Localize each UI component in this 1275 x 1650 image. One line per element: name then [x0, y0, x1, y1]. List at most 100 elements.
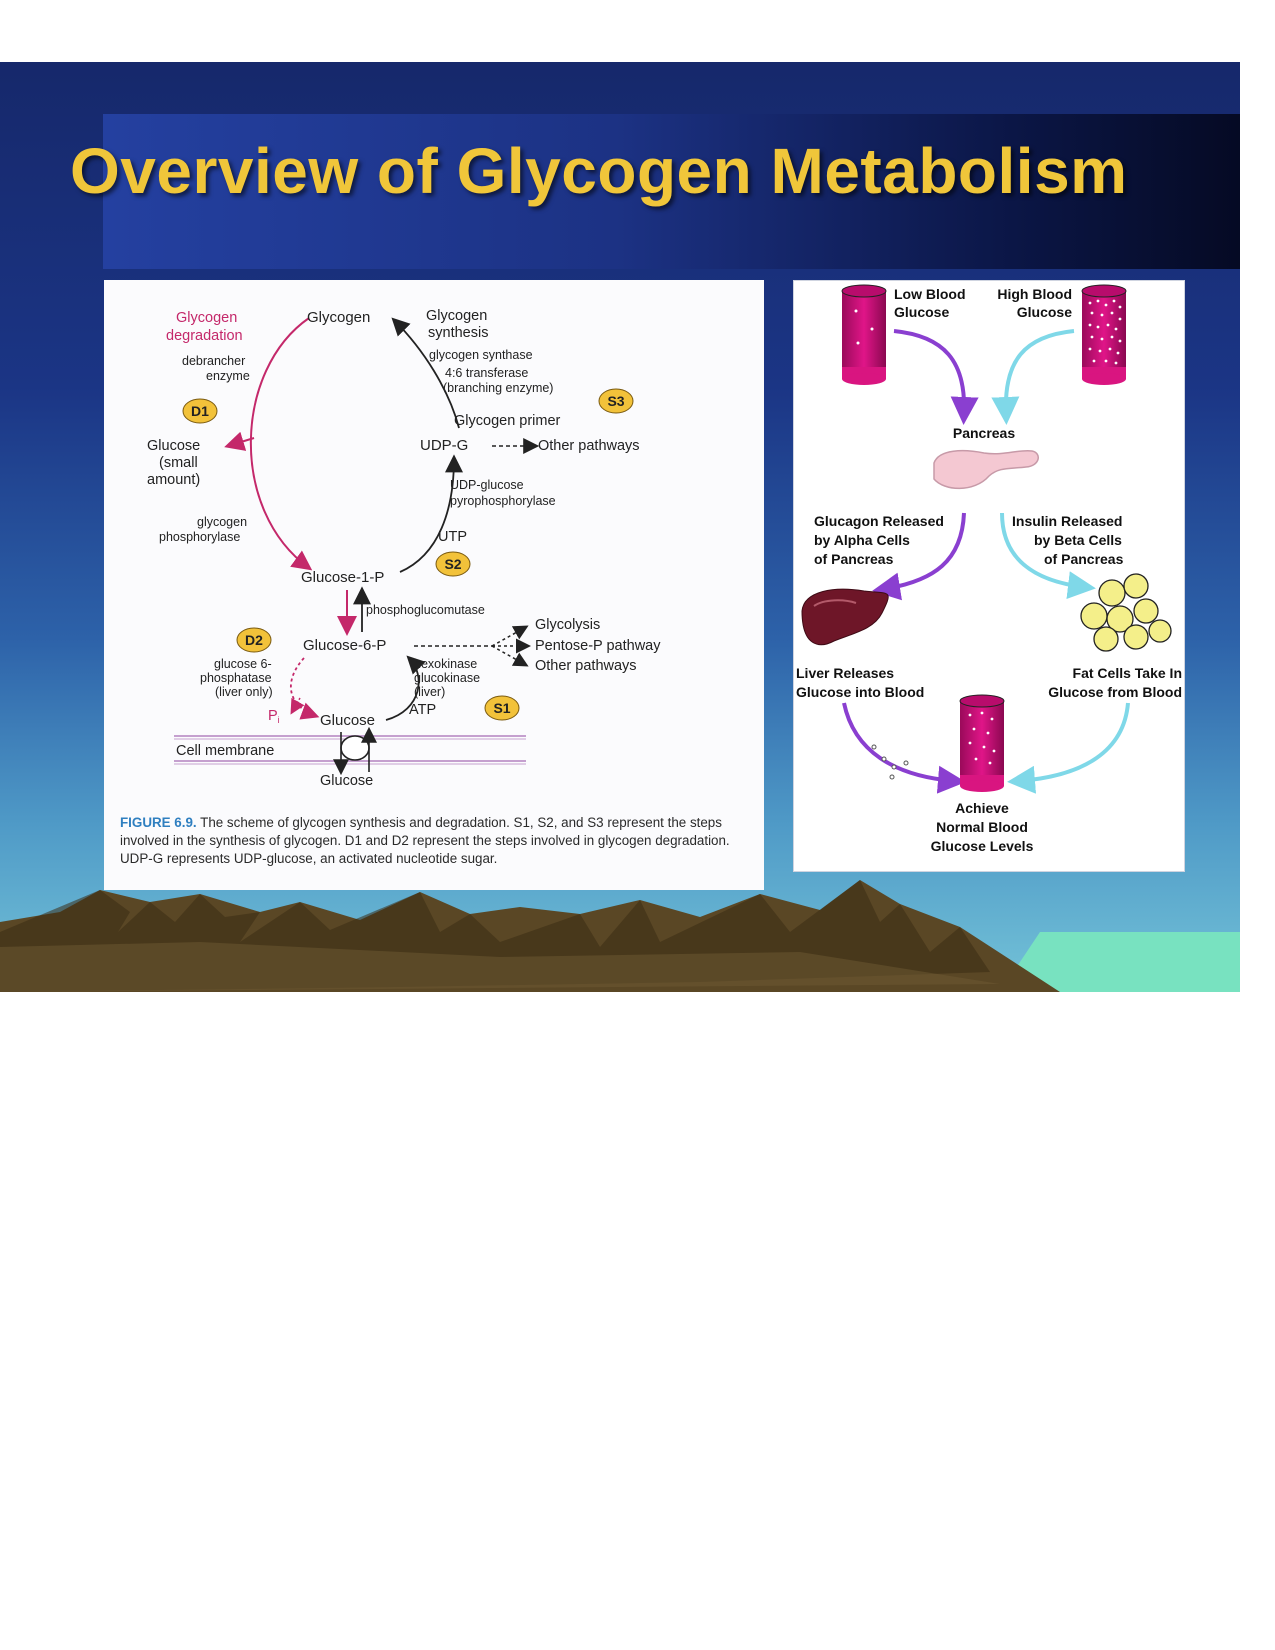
- g6pase-label-2: phosphatase: [200, 671, 272, 685]
- synthesis-arrow-s2: [399, 454, 463, 573]
- glucagon-label-1: Glucagon Released: [814, 513, 944, 529]
- kinase-label-1: hexokinase: [414, 657, 477, 671]
- figure-caption-label: FIGURE 6.9.: [120, 815, 197, 830]
- glucagon-label-3: of Pancreas: [814, 551, 894, 567]
- glucose-release-arrow: [224, 431, 255, 451]
- debrancher-label-2: enzyme: [206, 369, 250, 383]
- g6pase-label-3: (liver only): [215, 685, 273, 699]
- insulin-label-2: by Beta Cells: [1034, 532, 1122, 548]
- pyro-label-1: UDP-glucose: [450, 478, 524, 492]
- blood-glucose-regulation-figure: Low Blood Glucose High Blood Glucose Pan…: [793, 280, 1185, 872]
- svg-text:D1: D1: [191, 403, 209, 419]
- phosphatase-arrow: [290, 657, 320, 720]
- title-band: [103, 114, 1240, 269]
- cell-membrane-label: Cell membrane: [176, 743, 274, 759]
- g1p-label: Glucose-1-P: [301, 569, 384, 586]
- insulin-to-fat-arrow: [1000, 512, 1096, 599]
- liver-label-1: Liver Releases: [796, 665, 894, 681]
- g6p-label: Glucose-6-P: [303, 637, 386, 654]
- udpg-other-label: Other pathways: [538, 438, 640, 454]
- kinase-arrow: [385, 655, 426, 721]
- svg-text:D2: D2: [245, 632, 263, 648]
- achieve-label-1: Achieve: [955, 800, 1009, 816]
- liver-illustration: [801, 588, 889, 646]
- udpg-label: UDP-G: [420, 437, 468, 454]
- high-to-pancreas-arrow: [991, 329, 1075, 425]
- atp-label: ATP: [409, 702, 436, 718]
- synthesis-label-1: Glycogen: [426, 308, 487, 324]
- low-blood-label-1: Low Blood: [894, 286, 966, 302]
- utp-label: UTP: [438, 529, 467, 545]
- low-to-pancreas-arrow: [893, 329, 979, 425]
- primer-label: Glycogen primer: [454, 413, 561, 429]
- svg-text:S1: S1: [493, 700, 510, 716]
- svg-text:S3: S3: [607, 393, 624, 409]
- svg-text:S2: S2: [444, 556, 461, 572]
- glucagon-label-2: by Alpha Cells: [814, 532, 910, 548]
- fat-label-1: Fat Cells Take In: [1073, 665, 1182, 681]
- glucose-outside-label: Glucose: [320, 773, 373, 789]
- normal-blood-tube: [959, 694, 1005, 792]
- high-blood-label-2: Glucose: [1017, 304, 1072, 320]
- released-glucose-dots: [871, 744, 909, 780]
- glycolysis-label: Glycolysis: [535, 617, 600, 633]
- degradation-label-2: degradation: [166, 328, 243, 344]
- kinase-label-2: glucokinase: [414, 671, 480, 685]
- glucagon-to-liver-arrow: [872, 512, 966, 601]
- high-blood-label-1: High Blood: [997, 286, 1072, 302]
- slide-title: Overview of Glycogen Metabolism: [70, 135, 1128, 207]
- pyro-label-2: pyrophosphorylase: [450, 494, 556, 508]
- g6p-other-label: Other pathways: [535, 658, 637, 674]
- liver-highlight: [813, 599, 857, 607]
- degradation-label-1: Glycogen: [176, 310, 237, 326]
- phosphorylase-label-1: glycogen: [197, 515, 247, 529]
- glycogen-pathway-diagram: Glycogen Glycogen degradation Glycogen s…: [147, 308, 661, 789]
- badge-s1: S1: [484, 695, 520, 721]
- pancreas-label: Pancreas: [953, 425, 1015, 441]
- g6pase-label-1: glucose 6-: [214, 657, 272, 671]
- phosphorylase-label-2: phosphorylase: [159, 530, 240, 544]
- figure-caption-text: The scheme of glycogen synthesis and deg…: [120, 815, 730, 866]
- insulin-label-3: of Pancreas: [1044, 551, 1124, 567]
- high-blood-tube: [1081, 284, 1127, 385]
- glycogen-scheme-figure: Glycogen Glycogen degradation Glycogen s…: [104, 280, 764, 890]
- degradation-arrow: [249, 317, 313, 571]
- badge-d2: D2: [236, 627, 272, 653]
- blood-glucose-diagram: Low Blood Glucose High Blood Glucose Pan…: [796, 284, 1182, 854]
- pi-label: Pi: [268, 708, 280, 725]
- glycogen-label: Glycogen: [307, 309, 370, 326]
- liver-to-normal-arrow: [842, 702, 966, 794]
- glucose-transporter: [340, 735, 370, 761]
- low-blood-label-2: Glucose: [894, 304, 949, 320]
- badge-s3: S3: [598, 388, 634, 414]
- figure-caption: FIGURE 6.9. The scheme of glycogen synth…: [120, 814, 752, 868]
- synthase-label-3: (branching enzyme): [443, 381, 553, 395]
- synthase-label-1: glycogen synthase: [429, 348, 533, 362]
- glucose-small-2: (small: [159, 455, 198, 471]
- slide: Overview of Glycogen Metabolism: [0, 62, 1240, 992]
- kinase-label-3: (liver): [414, 685, 445, 699]
- debrancher-label-1: debrancher: [182, 354, 245, 368]
- glucose-inside-label: Glucose: [320, 712, 375, 729]
- glycolysis-arrow: [491, 625, 529, 647]
- pentose-label: Pentose-P pathway: [535, 638, 661, 654]
- phosphoglucomutase-label: phosphoglucomutase: [366, 603, 485, 617]
- fat-to-normal-arrow: [1007, 702, 1130, 794]
- g6p-other-arrow: [491, 645, 529, 667]
- glucose-small-3: amount): [147, 472, 200, 488]
- badge-d1: D1: [182, 398, 218, 424]
- synthase-label-2: 4:6 transferase: [445, 366, 528, 380]
- glucose-small-1: Glucose: [147, 438, 200, 454]
- insulin-label-1: Insulin Released: [1012, 513, 1122, 529]
- fat-label-2: Glucose from Blood: [1048, 684, 1182, 700]
- pi-release-arrow: [290, 697, 305, 715]
- achieve-label-3: Glucose Levels: [931, 838, 1034, 854]
- achieve-label-2: Normal Blood: [936, 819, 1028, 835]
- pancreas-illustration: [933, 449, 1039, 490]
- mountain-landscape: [0, 880, 1240, 992]
- low-blood-tube: [841, 284, 887, 385]
- badge-s2: S2: [435, 551, 471, 577]
- fat-cells-illustration: [1080, 573, 1172, 652]
- synthesis-label-2: synthesis: [428, 325, 488, 341]
- synthesis-arrow-s3: [391, 317, 460, 429]
